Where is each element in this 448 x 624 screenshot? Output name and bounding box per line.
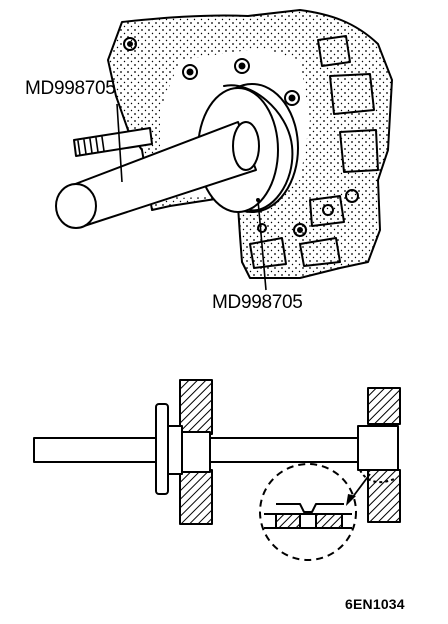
block-bosses xyxy=(123,35,379,269)
right-wall-lower xyxy=(367,469,401,523)
left-seal xyxy=(181,431,211,473)
section-flange xyxy=(155,403,169,495)
section-view xyxy=(33,379,401,561)
shaft-collar xyxy=(232,121,260,171)
leader-line-flange xyxy=(257,199,267,291)
stud xyxy=(73,127,153,157)
detail-contents xyxy=(264,503,352,529)
right-wall-upper xyxy=(367,387,401,425)
section-hub xyxy=(167,425,183,475)
engine-block-illustration xyxy=(55,9,393,279)
shaft-end xyxy=(55,183,97,229)
figure-code: 6EN1034 xyxy=(345,596,405,612)
tool-label-top: MD998705 xyxy=(25,78,116,99)
right-seal xyxy=(357,425,399,471)
leader-line-shaft xyxy=(116,103,123,183)
left-wall-lower xyxy=(179,469,213,525)
detail-arrow xyxy=(351,473,371,499)
tool-label-bottom: MD998705 xyxy=(212,292,303,313)
left-wall-upper xyxy=(179,379,213,435)
leader-lines-top xyxy=(116,103,267,291)
